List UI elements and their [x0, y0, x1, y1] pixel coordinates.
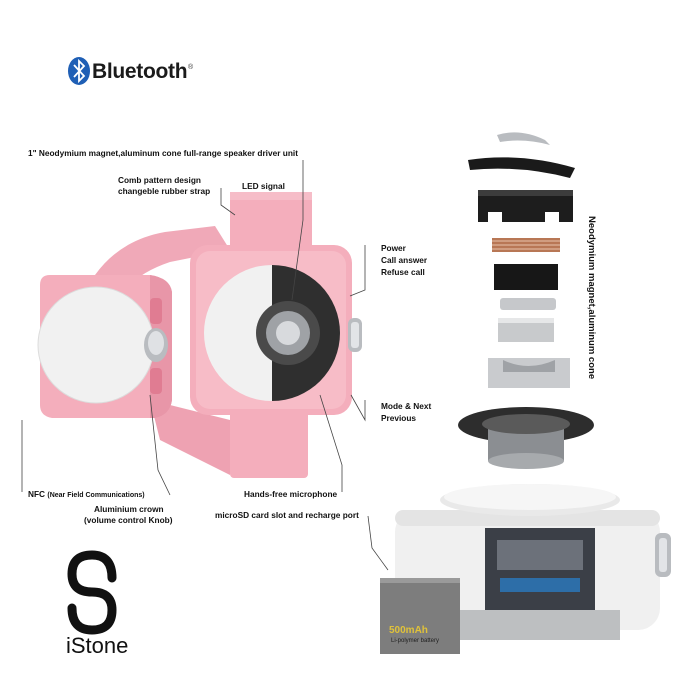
comb-label-line2: changeble rubber strap — [118, 186, 211, 196]
leader-lines — [21, 160, 389, 571]
crown-label-line1: Aluminium crown — [94, 504, 164, 514]
mode-next-label: Mode & Next — [381, 401, 432, 411]
bluetooth-icon — [68, 57, 90, 85]
driver-label: 1" Neodymium magnet,aluminum cone full-r… — [28, 148, 298, 158]
nfc-main: NFC — [28, 489, 46, 499]
power-label: Power — [381, 243, 406, 253]
vertical-magnet-label: Neodymium magnet,aluminum cone — [586, 216, 597, 380]
speaker-cutaway — [380, 484, 671, 654]
sd-slot-label: microSD card slot and recharge port — [215, 510, 359, 520]
call-answer-label: Call answer — [381, 255, 428, 265]
crown-label-line2: (volume control Knob) — [84, 515, 173, 525]
registered-mark: ® — [188, 64, 194, 71]
refuse-call-label: Refuse call — [381, 267, 425, 277]
exploded-parts — [458, 132, 594, 469]
nfc-sub: (Near Field Communications) — [47, 492, 145, 499]
battery-capacity: 500mAh — [389, 625, 428, 636]
watch-cutaway — [190, 192, 362, 478]
previous-label: Previous — [381, 413, 417, 423]
bluetooth-title: Bluetooth — [92, 60, 188, 83]
brand-name: iStone — [66, 633, 129, 658]
istone-logo-icon — [67, 550, 117, 635]
battery-type: Li-polymer battery — [391, 638, 440, 644]
watch-front — [37, 226, 230, 475]
nfc-label: NFC (Near Field Communications) — [28, 489, 145, 501]
comb-label-line1: Comb pattern design — [118, 175, 201, 185]
microphone-label: Hands-free microphone — [244, 489, 338, 499]
led-label: LED signal — [242, 181, 285, 191]
